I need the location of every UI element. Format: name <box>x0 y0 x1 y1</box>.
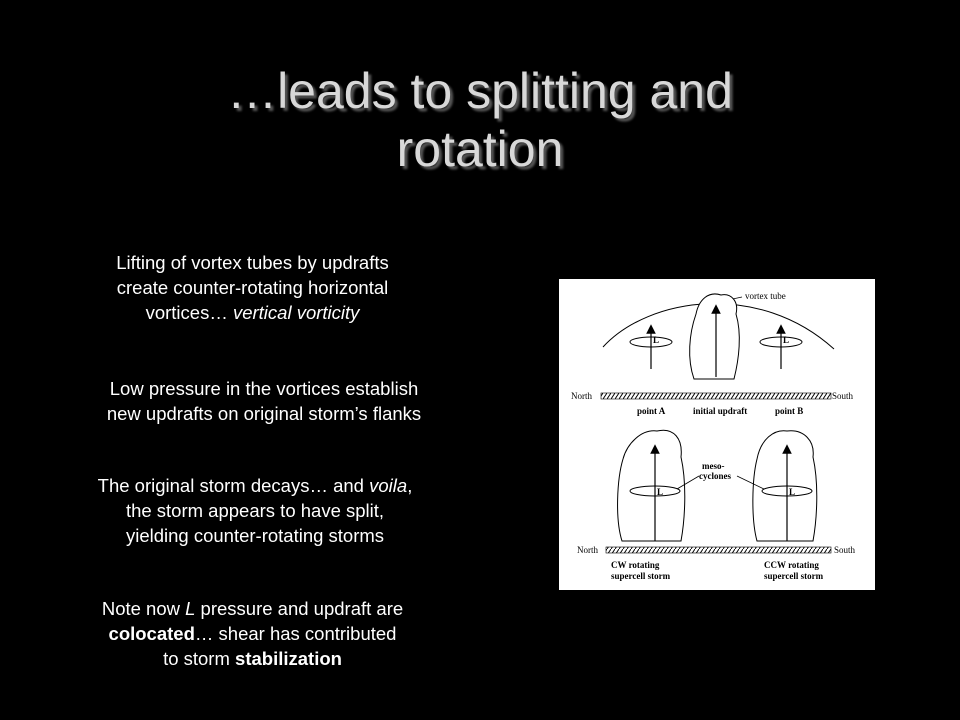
vortex-right-l: L <box>783 335 789 345</box>
p4-line-2-bold: colocated <box>108 623 195 644</box>
initial-updraft-cloud <box>689 293 740 380</box>
p1-line-1: Lifting of vortex tubes by updrafts <box>116 252 389 273</box>
slide-title: …leads to splitting and rotation <box>0 62 960 178</box>
paragraph-storm-decays: The original storm decays… and voila, th… <box>30 473 480 548</box>
point-b-label: point B <box>775 406 803 416</box>
top-north-label: North <box>571 391 592 401</box>
p4-line-3: to storm stabilization <box>40 646 465 671</box>
p3-line-2: the storm appears to have split, <box>125 500 385 521</box>
vortex-tube-label: vortex tube <box>745 291 786 301</box>
point-a-label: point A <box>637 406 666 416</box>
meso-pointer-left <box>676 475 700 490</box>
p3-line-1-plain: The original storm decays… and <box>97 475 370 496</box>
p2-line-2: new updrafts on original storm’s flanks <box>106 403 422 424</box>
paragraph-vortex-lifting: Lifting of vortex tubes by updrafts crea… <box>40 250 465 325</box>
p4-line-1-a: Note now <box>101 598 186 619</box>
p3-line-1: The original storm decays… and voila, <box>30 473 480 498</box>
p1-line-2: create counter-rotating horizontal <box>116 277 389 298</box>
cw-storm-label-line-2: supercell storm <box>611 571 671 581</box>
ccw-l-label: L <box>789 487 795 497</box>
p4-line-3-bold: stabilization <box>235 648 342 669</box>
meso-label-line-2: cyclones <box>699 471 731 481</box>
meso-label-line-1: meso- <box>702 461 725 471</box>
p4-line-2-rest: … shear has contributed <box>194 623 397 644</box>
cw-storm-label-line-1: CW rotating <box>611 560 660 570</box>
p4-line-1-b: pressure and updraft are <box>195 598 404 619</box>
diagram-svg: vortex tube L L North South point A init… <box>571 291 856 581</box>
title-line-2: rotation <box>396 121 564 177</box>
bottom-ground-hatch <box>605 546 832 554</box>
p3-line-1-italic: voila <box>369 475 408 496</box>
p2-line-1: Low pressure in the vortices establish <box>109 378 419 399</box>
p4-line-2: colocated… shear has contributed <box>40 621 465 646</box>
ccw-storm-label-line-1: CCW rotating <box>764 560 819 570</box>
cw-l-label: L <box>657 487 663 497</box>
paragraph-colocated: Note now L pressure and updraft are colo… <box>40 596 465 671</box>
title-line-1: …leads to splitting and <box>227 63 733 119</box>
top-ground-hatch <box>600 392 832 400</box>
p4-line-1: Note now L pressure and updraft are <box>40 596 465 621</box>
p4-line-3-plain: to storm <box>163 648 236 669</box>
bottom-north-label: North <box>577 545 598 555</box>
p1-line-3-italic: vertical vorticity <box>232 302 360 323</box>
p3-line-3: yielding counter-rotating storms <box>125 525 385 546</box>
top-south-label: South <box>832 391 854 401</box>
bottom-south-label: South <box>834 545 856 555</box>
p4-line-1-italic: L <box>185 598 196 619</box>
p1-line-3-plain: vortices… <box>145 302 233 323</box>
storm-splitting-diagram: vortex tube L L North South point A init… <box>559 279 875 590</box>
p3-line-1-end: , <box>407 475 413 496</box>
vortex-left-l: L <box>653 335 659 345</box>
paragraph-low-pressure: Low pressure in the vortices establish n… <box>40 376 488 426</box>
ccw-storm-label-line-2: supercell storm <box>764 571 824 581</box>
initial-updraft-label: initial updraft <box>693 406 747 416</box>
p1-line-3: vortices… vertical vorticity <box>40 300 465 325</box>
meso-pointer-right <box>736 475 765 490</box>
